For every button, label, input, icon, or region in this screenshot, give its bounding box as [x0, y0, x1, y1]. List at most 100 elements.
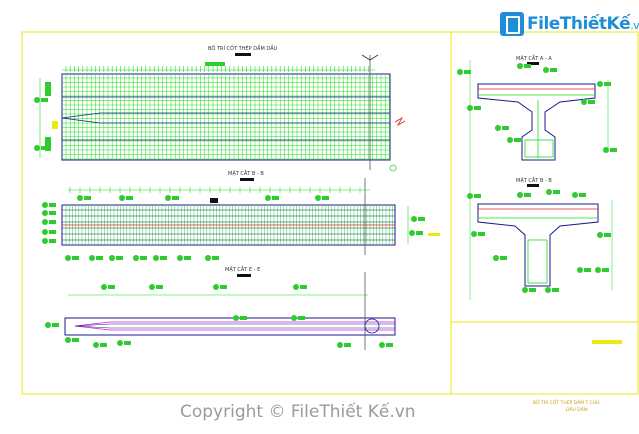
tag-label-box [416, 231, 423, 235]
plan-outline [61, 73, 391, 161]
cross-section-b: MẶT CẮT B - B [469, 176, 613, 300]
tag-label-box [84, 196, 91, 200]
tag-label-box [322, 196, 329, 200]
tag-bubble [603, 147, 609, 153]
section-b-underline [527, 184, 539, 187]
elev2-strands-blue [74, 323, 395, 329]
tag-label-box [212, 256, 219, 260]
tag-bubble [89, 255, 95, 261]
tag-label-box [579, 193, 586, 197]
tag-label-box [502, 126, 509, 130]
plan-rebar-grid [62, 66, 390, 160]
elev1-title: MẶT CẮT B - B [228, 169, 264, 177]
tag-bubble [597, 81, 603, 87]
tag-label-box [386, 343, 393, 347]
section-a-title: MẶT CẮT A - A [516, 54, 552, 62]
tag-bubble [42, 202, 48, 208]
tag-label-box [49, 220, 56, 224]
plan-callout-circle [389, 164, 397, 172]
tag-bubble [337, 342, 343, 348]
tag-label-box [584, 268, 591, 272]
tag-bubble [597, 232, 603, 238]
title-block-line2: DẦU DẦM [566, 405, 588, 413]
elev2-outline [64, 317, 396, 336]
tag-bubble [293, 284, 299, 290]
plan-break-symbol [394, 116, 406, 127]
tag-bubble [546, 189, 552, 195]
tag-label-box [602, 268, 609, 272]
tag-bubble [42, 219, 48, 225]
tag-label-box [108, 285, 115, 289]
elev2-title-underline [237, 274, 251, 277]
plan-title-underline [235, 53, 251, 56]
tag-label-box [418, 217, 425, 221]
tag-bubble [233, 315, 239, 321]
elev1-title-underline [240, 178, 254, 181]
title-block: BỐ TRÍ CỐT THÉP DẦM T CHỦ DẦU DẦM [533, 340, 622, 413]
tag-bubble [133, 255, 139, 261]
tag-label-box [300, 285, 307, 289]
tag-label-box [72, 256, 79, 260]
annotation-tags [34, 63, 617, 348]
tag-label-box [184, 256, 191, 260]
tag-label-box [272, 196, 279, 200]
tag-bubble [42, 210, 48, 216]
elev1-black-tag [210, 198, 218, 203]
sheet-frame [21, 31, 639, 395]
section-b-title: MẶT CẮT B - B [516, 176, 552, 184]
tag-bubble [42, 238, 48, 244]
tag-label-box [500, 256, 507, 260]
site-logo[interactable]: FileThiếtKế.vn [500, 10, 639, 38]
elev2-title: MẶT CẮT E - E [225, 265, 260, 273]
tag-label-box [344, 343, 351, 347]
tag-label-box [524, 64, 531, 68]
tag-label-box [100, 343, 107, 347]
tag-label-box [552, 288, 559, 292]
tag-bubble [119, 195, 125, 201]
tag-bubble [153, 255, 159, 261]
tag-bubble [471, 231, 477, 237]
tag-label-box [474, 106, 481, 110]
tag-label-box [474, 194, 481, 198]
tag-bubble [543, 67, 549, 73]
plan-view: BỐ TRÍ CỐT THÉP DẦM DẦU [39, 44, 406, 172]
tag-label-box [52, 323, 59, 327]
tag-bubble [117, 340, 123, 346]
tag-bubble [315, 195, 321, 201]
tag-bubble [507, 137, 513, 143]
tag-label-box [550, 68, 557, 72]
tag-label-box [172, 196, 179, 200]
plan-cut-arrow [361, 54, 379, 61]
tag-bubble [595, 267, 601, 273]
cross-section-a: MẶT CẮT A - A [469, 54, 609, 180]
tag-bubble [109, 255, 115, 261]
tag-label-box [49, 239, 56, 243]
tag-label-box [588, 100, 595, 104]
tag-label-box [49, 203, 56, 207]
tag-bubble [177, 255, 183, 261]
tag-label-box [529, 288, 536, 292]
elev1-right-marker [428, 233, 440, 236]
tag-label-box [160, 256, 167, 260]
tag-label-box [116, 256, 123, 260]
plan-dim-tag [205, 62, 225, 66]
plan-side-marker [52, 121, 58, 129]
tag-bubble [149, 284, 155, 290]
tag-bubble [517, 63, 523, 69]
copyright-watermark: Copyright © FileThiết Kế.vn [180, 402, 416, 422]
plan-side-tag-1 [45, 82, 51, 96]
title-block-line1: BỐ TRÍ CỐT THÉP DẦM T CHỦ [533, 398, 600, 406]
plan-strand-flare [61, 112, 390, 124]
tag-bubble [34, 97, 40, 103]
tag-bubble [409, 230, 415, 236]
tag-bubble [411, 216, 417, 222]
tag-bubble [45, 322, 51, 328]
tag-label-box [604, 233, 611, 237]
tag-bubble [205, 255, 211, 261]
tag-bubble [165, 195, 171, 201]
tag-label-box [524, 193, 531, 197]
tag-bubble [467, 193, 473, 199]
tag-label-box [41, 98, 48, 102]
tag-label-box [49, 211, 56, 215]
tag-bubble [581, 99, 587, 105]
